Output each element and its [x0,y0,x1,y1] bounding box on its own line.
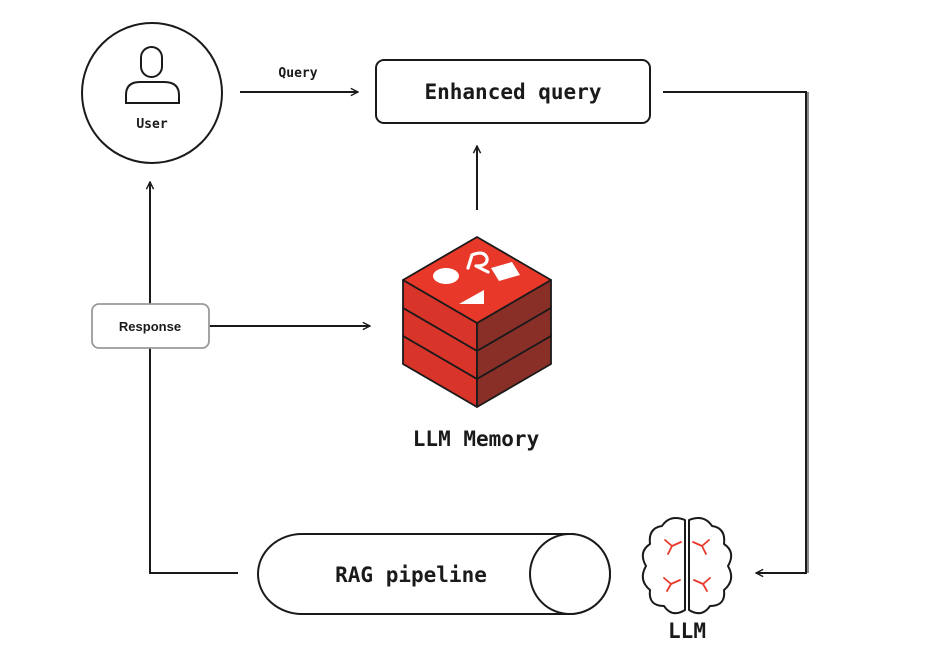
redis-cube-icon [402,236,552,408]
llm-label: LLM [668,619,706,643]
response-box: Response [91,303,210,349]
rag-pipeline-label: RAG pipeline [335,563,487,587]
enhanced-query-label: Enhanced query [424,80,601,104]
rag-pipeline-node: RAG pipeline [257,533,611,615]
user-icon [125,46,180,104]
llm-memory-label: LLM Memory [413,427,540,451]
brain-icon [641,517,733,615]
rag-to-user-connector [150,182,238,574]
response-label: Response [119,319,181,334]
query-label: Query [278,66,317,81]
user-label: User [136,117,167,132]
llm-node: LLM [641,517,733,643]
enhanced-query-node: Enhanced query [375,59,651,124]
enhanced-to-llm-connector [663,91,809,573]
cylinder-icon [257,533,611,615]
user-node: User [81,22,223,164]
llm-memory-node: LLM Memory [402,236,552,451]
